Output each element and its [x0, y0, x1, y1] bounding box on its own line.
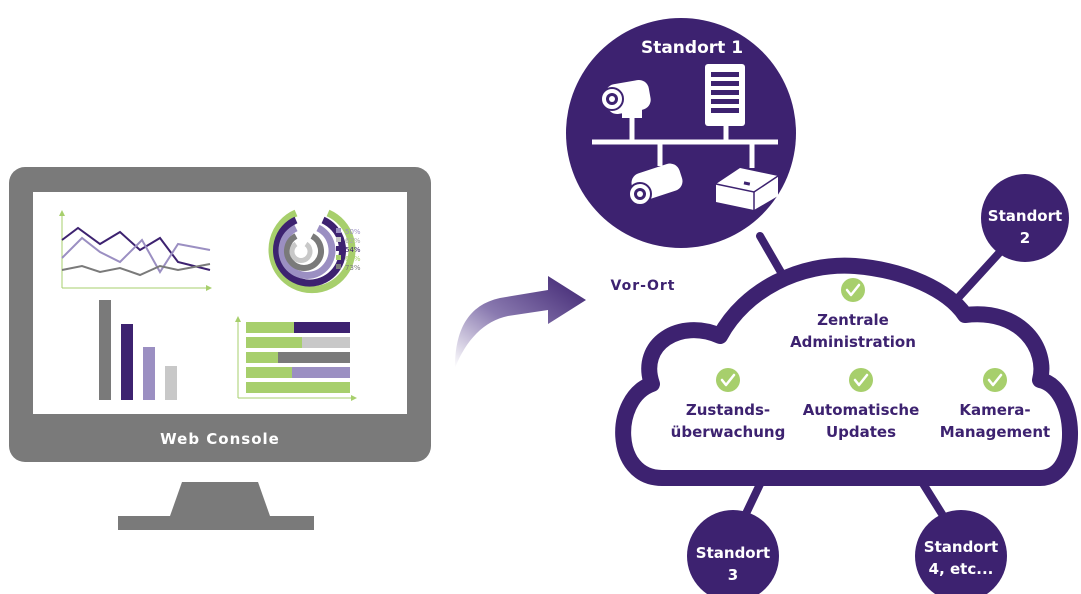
server-tower-icon: [705, 64, 745, 126]
svg-text:62%: 62%: [345, 237, 361, 245]
monitor-label: Web Console: [160, 430, 280, 448]
svg-text:Standort: Standort: [696, 544, 770, 562]
svg-text:50%: 50%: [345, 228, 361, 236]
feature-central-admin: Zentrale Administration: [790, 278, 916, 351]
feature-status-monitoring: Zustands- überwachung: [671, 368, 786, 441]
site-1-title: Standort 1: [641, 38, 743, 58]
svg-text:Zentrale: Zentrale: [817, 311, 889, 329]
screen-bar-chart: [99, 300, 177, 400]
svg-text:4, etc...: 4, etc...: [929, 560, 994, 578]
svg-text:überwachung: überwachung: [671, 423, 786, 441]
svg-text:2: 2: [1020, 229, 1030, 247]
line-series: [61, 226, 211, 271]
site-1-network-lines: [592, 118, 778, 168]
monitor-screen: [33, 192, 407, 414]
monitor-stand: [170, 482, 270, 516]
bullet-camera-icon: [628, 163, 683, 206]
feature-camera-management: Kamera- Management: [940, 368, 1050, 441]
svg-text:Administration: Administration: [790, 333, 916, 351]
svg-text:Kamera-: Kamera-: [959, 401, 1030, 419]
svg-text:Standort: Standort: [924, 538, 998, 556]
site-2: Standort 2: [981, 174, 1069, 262]
svg-text:Zustands-: Zustands-: [686, 401, 770, 419]
web-console-monitor: Web Console 50% 62% 54% 67%: [9, 167, 431, 530]
recorder-box-icon: [715, 168, 779, 210]
svg-text:Automatische: Automatische: [803, 401, 920, 419]
monitor-stand-base: [118, 516, 314, 530]
screen-stacked-bar-chart: [235, 316, 357, 401]
svg-text:Standort: Standort: [988, 207, 1062, 225]
site-4: Standort 4, etc...: [915, 510, 1007, 594]
feature-automatic-updates: Automatische Updates: [803, 368, 920, 441]
screen-line-chart: [59, 210, 212, 291]
svg-text:54%: 54%: [345, 246, 361, 254]
vor-ort-label: Vor-Ort: [611, 278, 676, 294]
cloud-shape: [615, 257, 1078, 486]
check-circle-icon: [849, 368, 873, 392]
svg-text:Management: Management: [940, 423, 1050, 441]
site-3: Standort 3: [687, 510, 779, 594]
svg-text:73%: 73%: [345, 264, 361, 272]
svg-text:3: 3: [728, 566, 738, 584]
line-series: [61, 236, 211, 274]
bullet-camera-icon: [600, 79, 651, 118]
screen-donut-chart: 50% 62% 54% 67% 73%: [268, 209, 361, 294]
check-circle-icon: [716, 368, 740, 392]
check-circle-icon: [841, 278, 865, 302]
svg-text:Updates: Updates: [826, 423, 896, 441]
curved-arrow-icon: [455, 276, 586, 368]
line-series: [61, 263, 211, 277]
check-circle-icon: [983, 368, 1007, 392]
svg-text:67%: 67%: [345, 255, 361, 263]
cloud: [615, 257, 1078, 486]
site-1: Standort 1: [566, 18, 796, 248]
